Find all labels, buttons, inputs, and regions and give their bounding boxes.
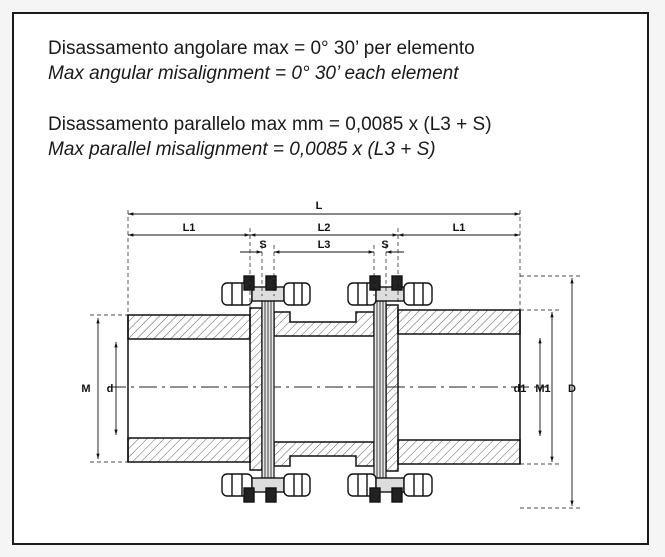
dim-label-L3: L3 [318, 239, 331, 251]
left-hub [127, 307, 263, 471]
dim-label-L: L [316, 200, 323, 212]
dim-label-L1-right: L1 [453, 222, 466, 234]
disc-pack-left [261, 295, 275, 483]
parallel-misalignment-spec: Disassamento parallelo max mm = 0,0085 x… [48, 112, 492, 162]
parallel-spec-italian: Disassamento parallelo max mm = 0,0085 x… [48, 114, 492, 135]
dim-label-S-left: S [259, 239, 266, 251]
dim-label-M1: M1 [535, 383, 550, 395]
parallel-spec-english: Max parallel misalignment = 0,0085 x (L3… [48, 139, 436, 160]
bolt-top-right [347, 275, 433, 306]
dim-label-D: D [568, 383, 576, 395]
dimension-lines [96, 212, 574, 506]
dim-label-d1: d1 [514, 383, 527, 395]
bolt-bottom-right [347, 473, 433, 503]
bolt-bottom-left [221, 473, 311, 503]
dim-label-L1-left: L1 [183, 222, 196, 234]
dim-label-d: d [107, 383, 114, 395]
angular-spec-italian: Disassamento angolare max = 0° 30’ per e… [48, 38, 475, 59]
right-hub [385, 304, 521, 472]
dim-label-S-right: S [381, 239, 388, 251]
angular-misalignment-spec: Disassamento angolare max = 0° 30’ per e… [48, 36, 475, 86]
center-spacer [273, 311, 375, 467]
dim-label-L2: L2 [318, 222, 331, 234]
dim-label-M: M [81, 383, 90, 395]
disc-pack-right [373, 295, 387, 483]
bolt-top-left [221, 275, 311, 306]
angular-spec-english: Max angular misalignment = 0° 30’ each e… [48, 63, 459, 84]
